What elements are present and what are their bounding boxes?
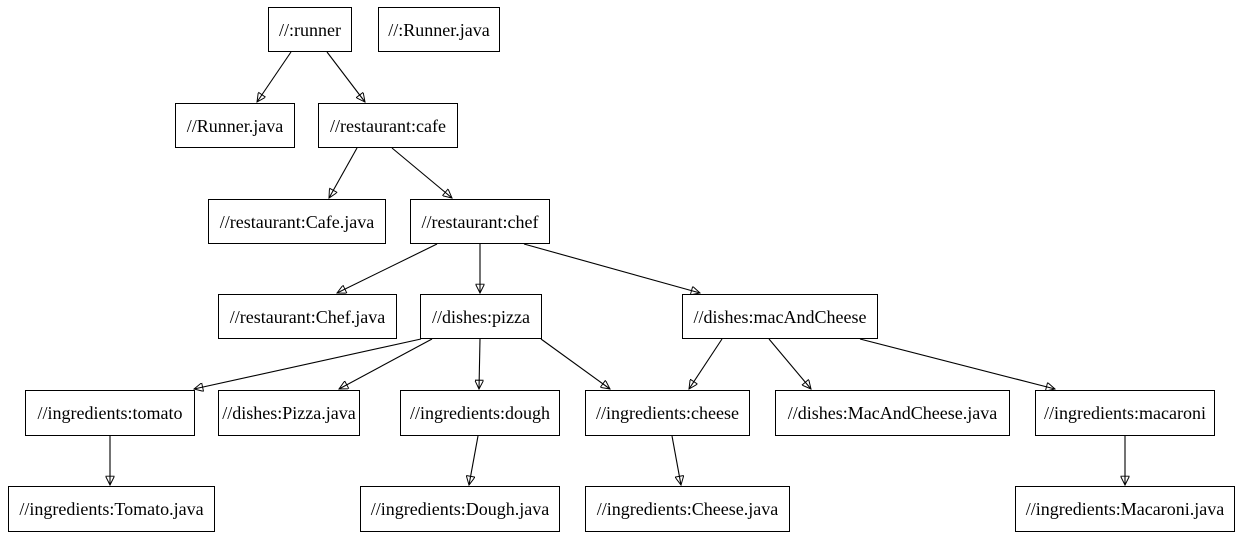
edge-cheese-to-cheese-java: [671, 435, 681, 485]
node-pizza: //dishes:pizza: [420, 294, 542, 339]
node-macandcheese: //dishes:macAndCheese: [682, 294, 878, 339]
node-runner-java-root: //:Runner.java: [378, 7, 500, 52]
edge-pizza-to-tomato: [194, 338, 422, 389]
edge-dough-to-dough-java: [469, 435, 479, 485]
node-dough: //ingredients:dough: [400, 390, 560, 436]
edge-pizza-to-pizza-java: [339, 338, 433, 389]
edge-pizza-to-cheese: [540, 338, 610, 389]
edge-runner-to-cafe: [326, 51, 365, 102]
node-macaroni-java: //ingredients:Macaroni.java: [1015, 486, 1235, 532]
edge-macandcheese-to-macandcheese-java: [768, 338, 811, 389]
edge-cafe-to-cafe-java: [329, 147, 358, 198]
node-macaroni: //ingredients:macaroni: [1035, 390, 1215, 436]
edge-cafe-to-chef: [391, 147, 452, 198]
node-runner-java: //Runner.java: [175, 103, 295, 148]
edge-chef-to-macandcheese: [523, 243, 700, 293]
edge-macandcheese-to-cheese: [689, 338, 723, 389]
edge-macandcheese-to-macaroni: [859, 338, 1055, 389]
node-cheese-java: //ingredients:Cheese.java: [585, 486, 790, 532]
node-tomato: //ingredients:tomato: [25, 390, 195, 436]
edge-chef-to-chef-java: [337, 243, 438, 293]
node-dough-java: //ingredients:Dough.java: [360, 486, 560, 532]
node-runner: //:runner: [268, 7, 352, 52]
node-tomato-java: //ingredients:Tomato.java: [8, 486, 215, 532]
node-chef: //restaurant:chef: [410, 199, 550, 244]
node-cafe: //restaurant:cafe: [318, 103, 458, 148]
node-pizza-java: //dishes:Pizza.java: [218, 390, 360, 436]
edge-pizza-to-dough: [479, 338, 480, 389]
node-cafe-java: //restaurant:Cafe.java: [208, 199, 386, 244]
node-cheese: //ingredients:cheese: [585, 390, 750, 436]
node-macandcheese-java: //dishes:MacAndCheese.java: [775, 390, 1010, 436]
edge-runner-to-runner-java: [257, 51, 292, 102]
node-chef-java: //restaurant:Chef.java: [218, 294, 397, 339]
